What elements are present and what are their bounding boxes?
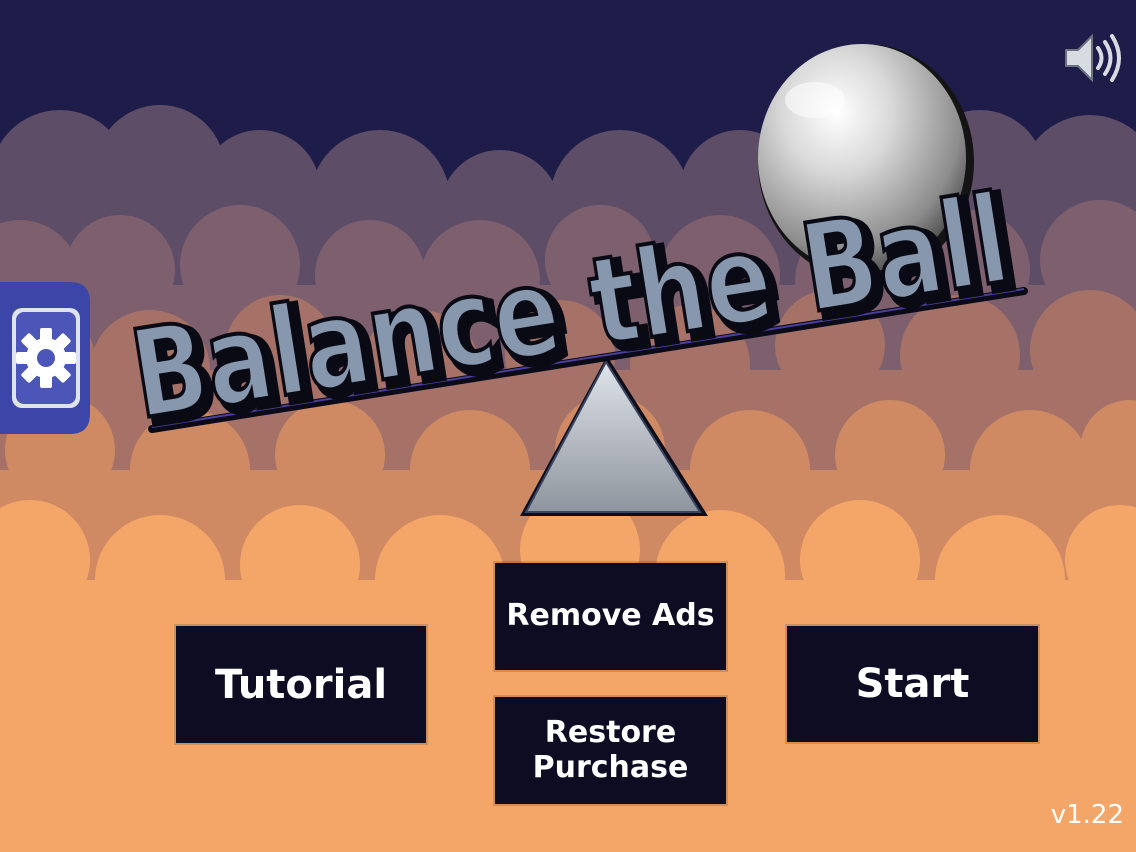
settings-button[interactable] — [0, 282, 92, 434]
restore-label-line1: Restore — [544, 715, 677, 750]
restore-purchase-button[interactable]: Restore Purchase — [495, 697, 726, 804]
ball — [758, 44, 974, 280]
tutorial-label: Tutorial — [214, 661, 388, 708]
settings-tab-shape — [0, 282, 90, 434]
seesaw-plank — [148, 287, 1028, 433]
sound-toggle-button[interactable] — [1060, 28, 1126, 88]
remove-ads-label: Remove Ads — [506, 598, 715, 634]
gear-icon — [16, 328, 76, 388]
start-label: Start — [855, 661, 970, 707]
restore-label-line2: Purchase — [532, 749, 689, 785]
tutorial-button[interactable]: Tutorial — [176, 626, 426, 743]
start-button[interactable]: Start — [787, 626, 1038, 742]
speaker-volume-icon — [1065, 33, 1121, 83]
fulcrum-triangle — [520, 356, 708, 516]
remove-ads-button[interactable]: Remove Ads — [495, 563, 726, 670]
version-label: v1.22 — [1050, 800, 1124, 830]
